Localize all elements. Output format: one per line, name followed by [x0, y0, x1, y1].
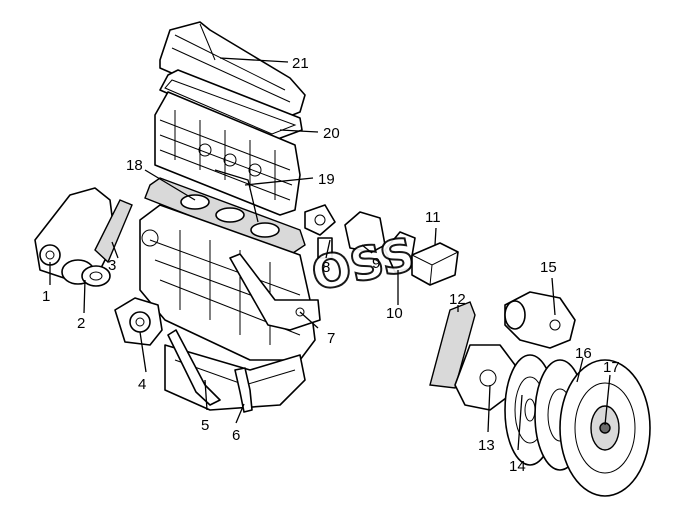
callout-6: 6: [232, 427, 240, 444]
callout-16: 16: [575, 345, 592, 362]
callout-21: 21: [292, 55, 309, 72]
callout-17: 17: [603, 359, 620, 376]
callout-14: 14: [509, 458, 526, 475]
thermostat-housing: [304, 204, 336, 236]
callout-2: 2: [77, 315, 85, 332]
callout-19: 19: [318, 171, 335, 188]
engine-bracket: [229, 253, 321, 331]
callout-3: 3: [108, 257, 116, 274]
sensor-group: [317, 211, 416, 273]
callout-11: 11: [425, 209, 441, 226]
callout-18: 18: [126, 157, 143, 174]
cylinder-head: [154, 91, 301, 216]
head-gasket: [144, 177, 306, 256]
callout-13: 13: [478, 437, 495, 454]
callout-9: 9: [372, 255, 380, 272]
callout-5: 5: [201, 417, 209, 434]
callout-1: 1: [42, 288, 50, 305]
callout-7: 7: [327, 330, 335, 347]
flywheel-cover-plate: [429, 301, 476, 389]
callout-20: 20: [323, 125, 340, 142]
coolant-hose: [167, 329, 253, 413]
water-pump: [114, 297, 163, 346]
crank-pulley: [61, 259, 111, 287]
starter-motor: [504, 291, 576, 349]
cover-gasket: [159, 69, 303, 141]
pressure-plate: [559, 359, 651, 497]
timing-gasket: [94, 199, 133, 264]
callout-4: 4: [138, 376, 146, 393]
relay-box: [411, 242, 459, 286]
callout-10: 10: [386, 305, 403, 322]
callout-8: 8: [322, 259, 330, 276]
leader-lines: [49, 57, 611, 451]
callout-12: 12: [449, 291, 466, 308]
callout-15: 15: [540, 259, 557, 276]
